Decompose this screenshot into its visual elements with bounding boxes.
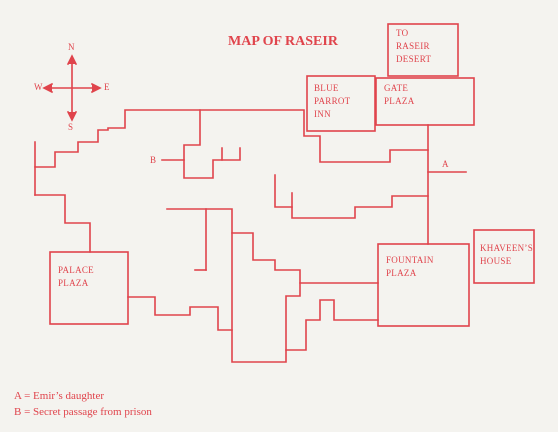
marker-a: A (442, 159, 449, 169)
gate-plaza-label: GATE PLAZA (384, 82, 415, 108)
desert-label-line: TO (396, 28, 409, 38)
marker-b: B (150, 155, 157, 165)
legend-a: A = Emir’s daughter (14, 390, 105, 402)
inn-label-line: PARROT (314, 96, 351, 106)
khaveen-label-line: KHAVEEN’S (480, 243, 534, 253)
gate-label-line: GATE (384, 83, 409, 93)
blue-parrot-inn-label: BLUE PARROT INN (314, 82, 350, 121)
legend-b: B = Secret passage from prison (14, 406, 152, 418)
palace-plaza-box (49, 251, 129, 325)
palace-plaza-label: PALACE PLAZA (58, 264, 94, 290)
fountain-label-line: PLAZA (386, 268, 417, 278)
blue-parrot-inn-box (306, 75, 376, 132)
desert-label-line: RASEIR (396, 41, 430, 51)
khaveens-house-box (473, 229, 535, 284)
khaveens-house-label: KHAVEEN’S HOUSE (480, 242, 533, 268)
inn-label-line: INN (314, 109, 331, 119)
fountain-label-line: FOUNTAIN (386, 255, 434, 265)
compass-south-label: S (68, 122, 74, 132)
desert-box (387, 23, 459, 77)
desert-label: TO RASEIR DESERT (396, 27, 431, 66)
inn-label-line: BLUE (314, 83, 339, 93)
compass-east-label: E (104, 82, 110, 92)
fountain-plaza-label: FOUNTAIN PLAZA (386, 254, 434, 280)
gate-plaza-box (375, 77, 475, 126)
gate-label-line: PLAZA (384, 96, 415, 106)
palace-label-line: PLAZA (58, 278, 89, 288)
compass-west-label: W (34, 82, 43, 92)
fountain-plaza-box (377, 243, 470, 327)
compass-arrows (42, 54, 102, 122)
palace-label-line: PALACE (58, 265, 94, 275)
streets (34, 109, 467, 363)
map-title: MAP OF RASEIR (228, 34, 338, 49)
khaveen-label-line: HOUSE (480, 256, 512, 266)
desert-label-line: DESERT (396, 54, 432, 64)
compass-north-label: N (68, 42, 75, 52)
